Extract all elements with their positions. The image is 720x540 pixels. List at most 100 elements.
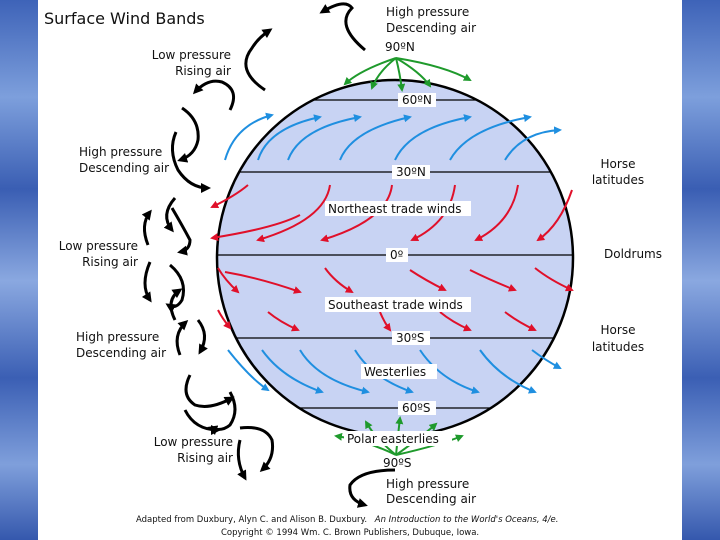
circulation-arrow <box>169 288 183 321</box>
label-horse-s-2: latitudes <box>592 340 644 354</box>
latitude-label-equator: 0º <box>390 248 404 262</box>
label-bottom-high-2: Descending air <box>386 492 476 506</box>
caption-line-1-authors: Adapted from Duxbury, Alyn C. and Alison… <box>136 515 367 525</box>
diagram-title: Surface Wind Bands <box>44 9 205 28</box>
wind-arrow <box>474 184 519 241</box>
label-s-high-1: High pressure <box>76 330 159 344</box>
pressure-labels: High pressure Descending air Low pressur… <box>59 5 476 506</box>
label-horse-n-2: latitudes <box>592 173 644 187</box>
circulation-arrow <box>175 319 189 356</box>
circulation-arrow <box>141 209 152 246</box>
label-bottom-high-1: High pressure <box>386 477 469 491</box>
northeast-trades <box>210 184 573 243</box>
wind-arrow <box>379 311 392 332</box>
slide-background-left <box>0 0 38 540</box>
wind-arrow <box>395 57 432 88</box>
wind-arrow <box>339 114 412 161</box>
label-s-high-2: Descending air <box>76 346 166 360</box>
label-polar-easterlies: Polar easterlies <box>347 432 439 446</box>
label-n-low-2: Rising air <box>175 64 231 78</box>
wind-arrow <box>227 349 270 392</box>
label-eq-low-1: Low pressure <box>59 239 138 253</box>
wind-arrow <box>370 57 397 90</box>
circulation-arrow-bottom <box>348 468 396 508</box>
wind-arrow <box>343 57 397 86</box>
circulation-arrow <box>196 319 208 355</box>
label-s-low-1: Low pressure <box>154 435 233 449</box>
caption-line-1-book: An Introduction to the World's Oceans, 4… <box>374 515 559 525</box>
label-top-high-2: Descending air <box>386 21 476 35</box>
latitude-label-30s: 30ºS <box>396 331 425 345</box>
wind-arrow <box>469 269 517 292</box>
label-westerlies: Westerlies <box>364 365 426 379</box>
wind-arrow <box>320 184 393 243</box>
wind-arrow <box>287 114 362 161</box>
wind-arrow <box>419 349 480 395</box>
circulation-arrow <box>177 106 200 163</box>
wind-arrow <box>267 311 300 332</box>
label-doldrums: Doldrums <box>604 247 662 261</box>
wind-arrow <box>256 184 331 243</box>
wind-arrow <box>479 349 537 394</box>
wind-arrow <box>299 349 370 395</box>
label-se-trades: Southeast trade winds <box>328 298 463 312</box>
circulation-arrow <box>236 439 247 481</box>
caption-line-2: Copyright © 1994 Wm. C. Brown Publishers… <box>221 528 479 538</box>
wind-arrow <box>449 114 532 161</box>
wind-arrow <box>261 349 324 394</box>
wind-arrow <box>409 269 447 291</box>
label-ne-trades: Northeast trade winds <box>328 202 462 216</box>
wind-arrow <box>224 271 302 294</box>
label-n-high-1: High pressure <box>79 145 162 159</box>
zone-labels: Horse latitudes Doldrums Horse latitudes <box>592 157 662 354</box>
wind-arrow <box>439 311 472 332</box>
circulation-arrow <box>183 409 221 435</box>
wind-arrow <box>217 267 240 294</box>
circulation-arrow-top <box>319 2 366 52</box>
wind-arrow <box>410 184 456 242</box>
wind-arrow <box>224 112 274 161</box>
southeast-trades <box>217 267 574 332</box>
label-n-high-2: Descending air <box>79 161 169 175</box>
latitude-label-90n: 90ºN <box>385 40 415 54</box>
circulation-arrow <box>170 207 192 256</box>
circulation-arrow <box>207 391 237 435</box>
wind-arrow <box>531 349 562 369</box>
wind-arrow <box>534 267 574 292</box>
circulation-arrows <box>141 2 396 508</box>
latitude-label-90s: 90ºS <box>383 456 412 470</box>
latitude-label-30n: 30ºN <box>396 165 426 179</box>
wind-arrow <box>395 57 406 92</box>
wind-arrow <box>257 114 322 161</box>
latitude-labels: 90ºN 60ºN 30ºN 0º 30ºS 60ºS 90ºS <box>382 40 436 470</box>
wind-arrow <box>536 189 573 242</box>
label-horse-n-1: Horse <box>601 157 636 171</box>
circulation-arrow <box>239 426 274 473</box>
latitude-label-60s: 60ºS <box>402 401 431 415</box>
label-top-high-1: High pressure <box>386 5 469 19</box>
slide-background-right <box>682 0 720 540</box>
label-n-low-1: Low pressure <box>152 48 231 62</box>
westerlies-north <box>224 112 562 161</box>
latitude-label-60n: 60ºN <box>402 93 432 107</box>
circulation-arrow <box>171 131 211 193</box>
circulation-arrow <box>163 197 177 233</box>
wind-arrow <box>504 126 562 161</box>
wind-arrow <box>504 311 537 332</box>
wind-arrow <box>395 57 472 81</box>
label-horse-s-1: Horse <box>601 323 636 337</box>
wind-arrow <box>394 114 472 161</box>
circulation-arrow <box>192 79 236 111</box>
circulation-arrow <box>244 28 273 92</box>
wind-arrow <box>217 309 232 330</box>
caption-line-1: Adapted from Duxbury, Alyn C. and Alison… <box>136 515 558 525</box>
wind-arrow <box>324 267 354 294</box>
caption: Adapted from Duxbury, Alyn C. and Alison… <box>136 515 558 538</box>
circulation-arrow <box>184 374 235 408</box>
label-s-low-2: Rising air <box>177 451 233 465</box>
circulation-arrow <box>141 261 152 303</box>
wind-arrow <box>210 214 301 242</box>
wind-band-labels: Northeast trade winds Southeast trade wi… <box>325 201 471 446</box>
